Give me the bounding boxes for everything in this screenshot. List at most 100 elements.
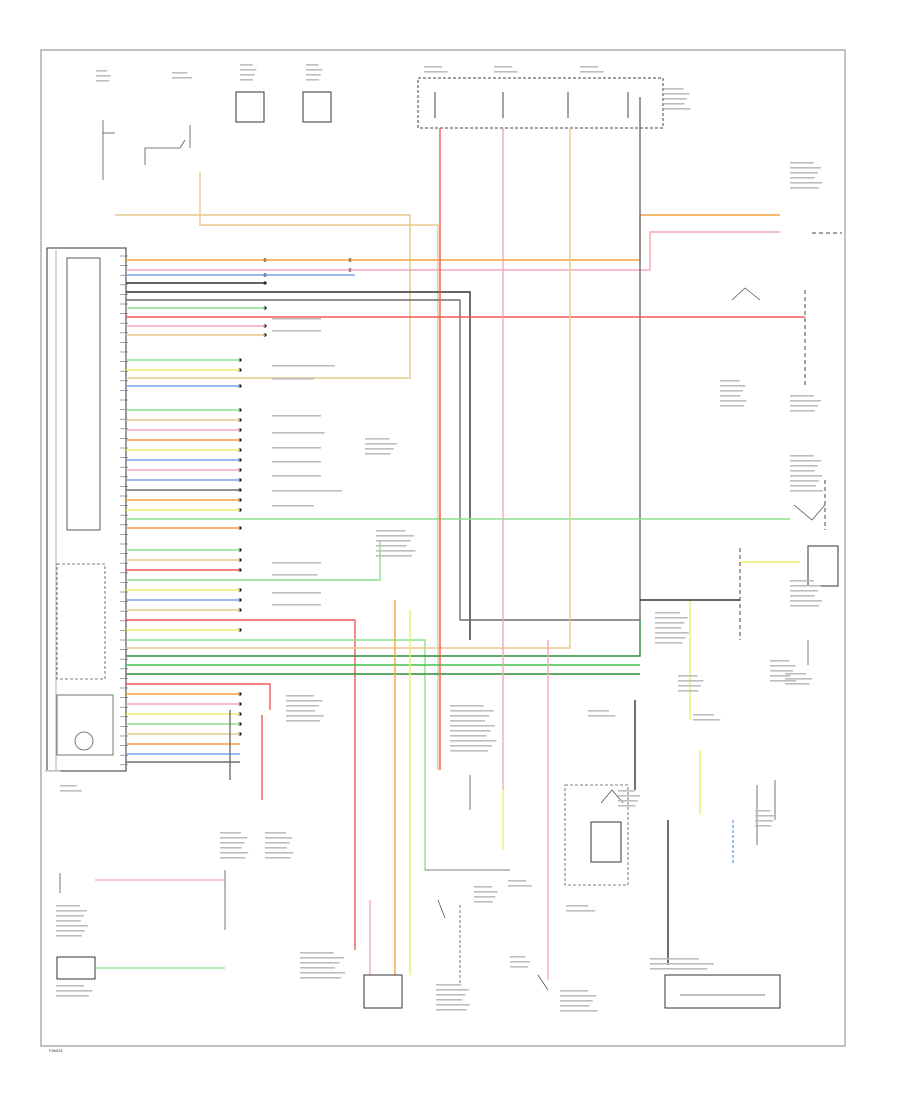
label-mark bbox=[300, 972, 346, 974]
label-mark bbox=[720, 395, 741, 397]
label-mark bbox=[790, 485, 816, 487]
label-mark bbox=[265, 842, 290, 844]
label-mark bbox=[424, 66, 443, 68]
right-components bbox=[564, 232, 842, 1009]
label-mark bbox=[272, 318, 321, 320]
label-mark bbox=[172, 77, 193, 79]
label-mark bbox=[790, 455, 814, 457]
label-mark bbox=[272, 461, 321, 463]
label-mark bbox=[755, 810, 771, 812]
label-mark bbox=[436, 984, 462, 986]
label-mark bbox=[785, 678, 813, 680]
label-mark bbox=[785, 673, 806, 675]
label-mark bbox=[240, 64, 253, 66]
label-mark bbox=[790, 405, 818, 407]
label-mark bbox=[56, 915, 84, 917]
label-mark bbox=[588, 715, 616, 717]
label-mark bbox=[790, 182, 822, 184]
label-mark bbox=[376, 545, 407, 547]
label-mark bbox=[306, 64, 319, 66]
label-mark bbox=[272, 330, 321, 332]
label-mark bbox=[56, 990, 93, 992]
label-mark bbox=[790, 177, 815, 179]
label-mark bbox=[450, 710, 494, 712]
label-mark bbox=[510, 956, 526, 958]
label-mark bbox=[720, 400, 747, 402]
pcm-pin-ticks bbox=[120, 255, 352, 766]
label-mark bbox=[436, 994, 466, 996]
label-mark bbox=[474, 886, 493, 888]
label-mark bbox=[272, 415, 321, 417]
label-mark bbox=[790, 187, 819, 189]
label-mark bbox=[376, 550, 416, 552]
label-mark bbox=[220, 852, 249, 854]
label-mark bbox=[272, 447, 321, 449]
label-mark bbox=[272, 475, 321, 477]
label-mark bbox=[650, 968, 708, 970]
label-mark bbox=[770, 670, 793, 672]
label-mark bbox=[300, 967, 336, 969]
label-mark bbox=[300, 957, 344, 959]
label-mark bbox=[172, 72, 188, 74]
label-mark bbox=[265, 857, 291, 859]
label-mark bbox=[272, 505, 314, 507]
label-mark bbox=[510, 966, 529, 968]
label-mark bbox=[220, 832, 241, 834]
label-mark bbox=[720, 405, 744, 407]
label-mark bbox=[566, 910, 596, 912]
label-mark bbox=[720, 380, 740, 382]
label-mark bbox=[286, 710, 316, 712]
label-mark bbox=[376, 535, 415, 537]
label-mark bbox=[655, 612, 681, 614]
label-mark bbox=[655, 627, 682, 629]
label-mark bbox=[272, 490, 342, 492]
wire-tan-up bbox=[126, 128, 571, 649]
label-mark bbox=[664, 98, 687, 100]
label-mark bbox=[450, 745, 493, 747]
label-mark bbox=[655, 617, 688, 619]
pcm-module bbox=[46, 247, 127, 772]
label-mark bbox=[286, 720, 320, 722]
label-mark bbox=[790, 162, 814, 164]
label-mark bbox=[655, 632, 689, 634]
label-mark bbox=[655, 642, 683, 644]
label-mark bbox=[790, 595, 815, 597]
label-mark bbox=[365, 448, 394, 450]
label-mark bbox=[790, 605, 819, 607]
label-mark bbox=[790, 395, 814, 397]
label-mark bbox=[424, 71, 448, 73]
label-mark bbox=[580, 66, 599, 68]
label-mark bbox=[376, 540, 411, 542]
wire-pink-top bbox=[126, 231, 780, 271]
label-mark bbox=[286, 695, 314, 697]
label-mark bbox=[56, 930, 85, 932]
label-mark bbox=[790, 465, 818, 467]
label-mark bbox=[655, 637, 686, 639]
label-mark bbox=[56, 920, 81, 922]
label-mark bbox=[96, 70, 108, 72]
label-mark bbox=[56, 935, 82, 937]
label-mark bbox=[693, 719, 721, 721]
label-mark bbox=[306, 79, 320, 81]
label-mark bbox=[560, 1005, 590, 1007]
label-mark bbox=[508, 885, 532, 887]
label-mark bbox=[618, 805, 636, 807]
label-mark bbox=[272, 432, 325, 434]
label-mark bbox=[56, 995, 89, 997]
label-mark bbox=[664, 108, 691, 110]
label-mark bbox=[790, 167, 821, 169]
label-mark bbox=[508, 880, 527, 882]
label-mark bbox=[265, 837, 293, 839]
label-mark bbox=[272, 365, 335, 367]
label-mark bbox=[790, 490, 823, 492]
label-mark bbox=[770, 680, 797, 682]
wire-layer bbox=[115, 97, 805, 980]
label-mark bbox=[770, 675, 791, 677]
wire-black-long bbox=[126, 291, 471, 640]
label-mark bbox=[436, 1009, 467, 1011]
label-mark bbox=[272, 592, 321, 594]
wire-gray-long bbox=[126, 97, 641, 621]
label-mark bbox=[365, 443, 397, 445]
label-mark bbox=[678, 685, 701, 687]
